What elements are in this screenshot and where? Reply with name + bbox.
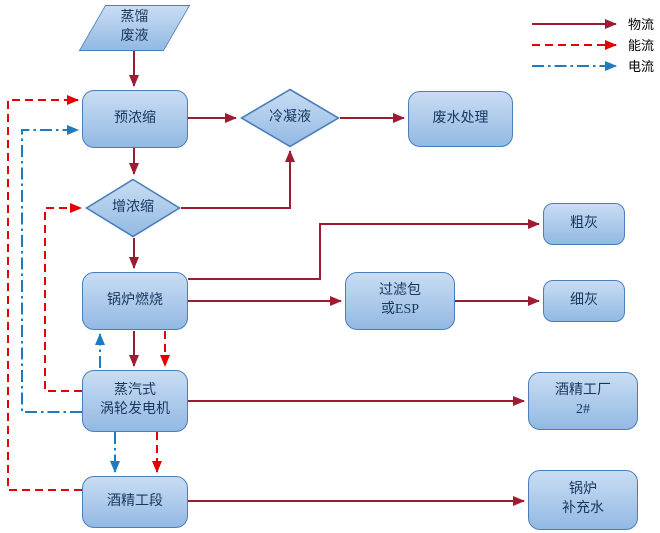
node-boiler-combustion-label: 锅炉燃烧	[107, 292, 163, 308]
node-alcohol-factory-2: 酒精工厂 2#	[528, 372, 638, 430]
node-steam-turbine-label: 蒸汽式 涡轮发电机	[100, 383, 170, 417]
node-re-concentration: 增浓缩	[85, 178, 181, 238]
legend-label-energy: 能流	[628, 38, 655, 53]
node-condensate: 冷凝液	[240, 88, 340, 148]
node-coarse-ash: 粗灰	[543, 203, 625, 245]
node-pre-concentration-label: 预浓缩	[114, 110, 156, 126]
node-filter-bag-esp: 过滤包 或ESP	[345, 272, 455, 330]
diamond-shape	[240, 88, 340, 148]
node-fine-ash-label: 细灰	[570, 292, 598, 308]
edge-reconc-to-condensate	[181, 150, 295, 209]
node-coarse-ash-label: 粗灰	[570, 215, 598, 231]
node-boiler-makeup-water: 锅炉 补充水	[528, 470, 638, 530]
edge-alcohol-section-to-preconc-energy	[7, 95, 82, 491]
node-alcohol-factory-2-label: 酒精工厂 2#	[555, 383, 611, 417]
node-condensate-label: 冷凝液	[269, 109, 311, 125]
legend-label-electric: 电流	[628, 59, 655, 74]
node-boiler-makeup-water-label: 锅炉 补充水	[562, 482, 604, 516]
node-re-concentration-label: 增浓缩	[112, 199, 154, 215]
edge-turbine-to-reconc-energy	[44, 203, 82, 392]
node-alcohol-section-label: 酒精工段	[107, 493, 163, 509]
node-boiler-combustion: 锅炉燃烧	[82, 272, 188, 330]
node-fine-ash: 细灰	[543, 280, 625, 322]
edge-turbine-to-preconc-electric	[21, 125, 82, 413]
node-distillation-waste: 蒸馏 废液	[78, 5, 191, 51]
diamond-shape	[85, 178, 181, 238]
node-wastewater-treatment: 废水处理	[408, 91, 513, 147]
node-alcohol-section: 酒精工段	[82, 476, 188, 528]
node-wastewater-treatment-label: 废水处理	[432, 110, 489, 126]
node-filter-bag-esp-label: 过滤包 或ESP	[379, 283, 421, 317]
edge-boiler-to-coarse-ash	[188, 219, 540, 280]
node-distillation-waste-label: 蒸馏 废液	[120, 10, 149, 44]
node-pre-concentration: 预浓缩	[82, 90, 188, 148]
node-steam-turbine: 蒸汽式 涡轮发电机	[82, 370, 188, 432]
legend-label-material: 物流	[628, 17, 655, 32]
